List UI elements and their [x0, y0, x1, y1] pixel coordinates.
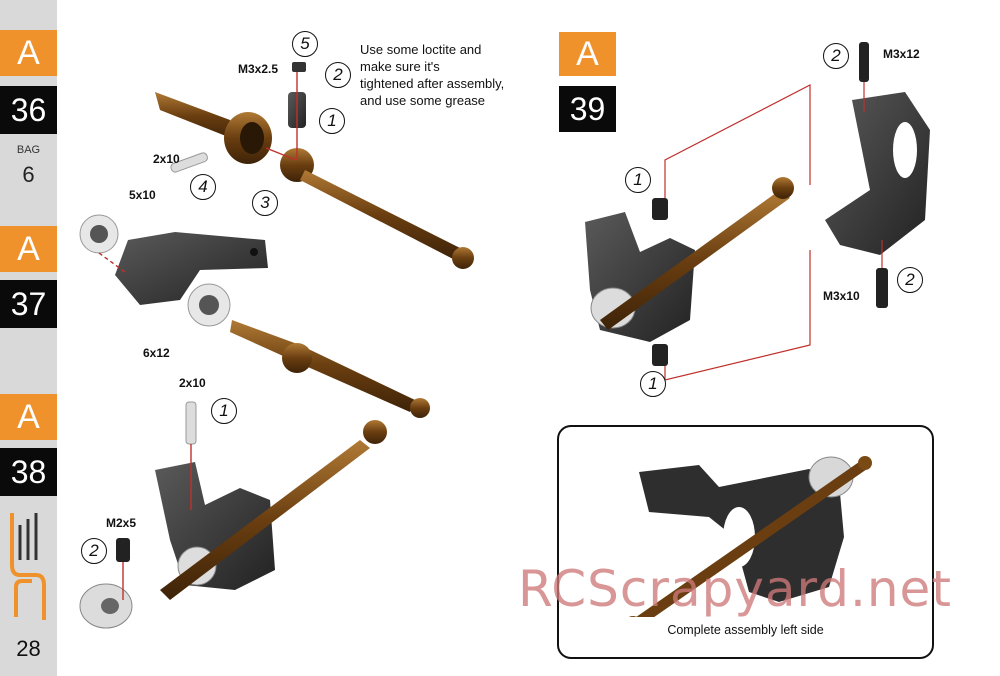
callout-3: 3	[252, 190, 278, 216]
callout-1: 1	[319, 108, 345, 134]
label-screw-m3x10: M3x10	[823, 289, 860, 303]
step-tab-number: 38	[0, 448, 57, 496]
label-screw-m3x12: M3x12	[883, 47, 920, 61]
note-line: tightened after assembly,	[360, 76, 505, 91]
complete-assembly-image	[628, 456, 872, 617]
callout-2-right-top: 2	[823, 43, 849, 69]
callout-2-right-bottom: 2	[897, 267, 923, 293]
step39-number: 39	[559, 86, 616, 132]
step39-letter: A	[559, 32, 616, 76]
callout-1-right-bottom: 1	[640, 371, 666, 397]
axle-38	[160, 420, 387, 600]
caster-block	[825, 92, 930, 255]
callout-5: 5	[292, 31, 318, 57]
screw-r-bottom	[652, 344, 668, 366]
screw-r-top	[652, 198, 668, 220]
label-m3x2-5: M3x2.5	[238, 62, 279, 76]
screw-m3x12	[859, 42, 869, 82]
label-bearing-6x12: 6x12	[143, 346, 170, 360]
note-line: make sure it's	[360, 59, 440, 74]
callout-2-bottom: 2	[81, 538, 107, 564]
bag-number: 6	[22, 162, 35, 187]
callout-1-right: 1	[625, 167, 651, 193]
complete-assembly-caption: Complete assembly left side	[667, 623, 824, 637]
watermark-text: RCScrapyard.net	[518, 560, 952, 618]
complete-assembly-panel: Complete assembly left side	[557, 425, 934, 659]
drive-cup	[155, 92, 272, 164]
pin-part	[170, 152, 208, 173]
wheel-hex	[79, 583, 133, 629]
axle-39	[600, 177, 794, 330]
bag-label: BAG	[16, 144, 41, 156]
callout-2: 2	[325, 62, 351, 88]
label-pin-2x10-mid: 2x10	[179, 376, 206, 390]
step-tab-letter: A	[0, 30, 57, 76]
screw-m3x10	[876, 268, 888, 308]
callout-4: 4	[190, 174, 216, 200]
brand-logo	[10, 513, 46, 620]
assembly-note: Use some loctite and make sure it's tigh…	[360, 41, 504, 109]
step-tab-number: 36	[0, 86, 57, 134]
label-bearing-5x10: 5x10	[129, 188, 156, 202]
step-tab-letter: A	[0, 226, 57, 272]
note-line: and use some grease	[360, 93, 486, 108]
page-number: 28	[16, 636, 41, 661]
dogbone-36	[280, 148, 474, 269]
screw-m2x5	[116, 538, 130, 562]
label-screw-m2x5: M2x5	[106, 516, 137, 530]
step-tab-letter: A	[0, 394, 57, 440]
hub-carrier-37	[115, 232, 268, 305]
callout-1-mid: 1	[211, 398, 237, 424]
bearing-5x10	[79, 214, 119, 254]
note-line: Use some loctite and	[360, 42, 482, 57]
pin-2x10-mid	[185, 401, 197, 445]
axle-37	[230, 320, 430, 418]
bearing-6x12	[187, 283, 231, 327]
label-pin-2x10: 2x10	[153, 152, 180, 166]
step-tab-number: 37	[0, 280, 57, 328]
